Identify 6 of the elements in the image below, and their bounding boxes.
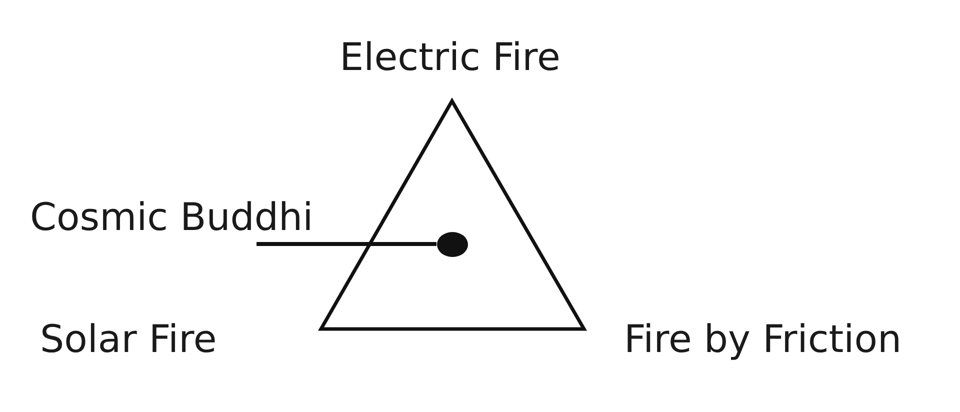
text-label: Cosmic Buddhi (30, 194, 314, 240)
text-label: Solar Fire (40, 316, 217, 362)
text-label: Fire by Friction (624, 316, 902, 362)
filled-dot (436, 232, 468, 256)
text-label: Electric Fire (340, 34, 560, 80)
leader-line (256, 242, 436, 246)
